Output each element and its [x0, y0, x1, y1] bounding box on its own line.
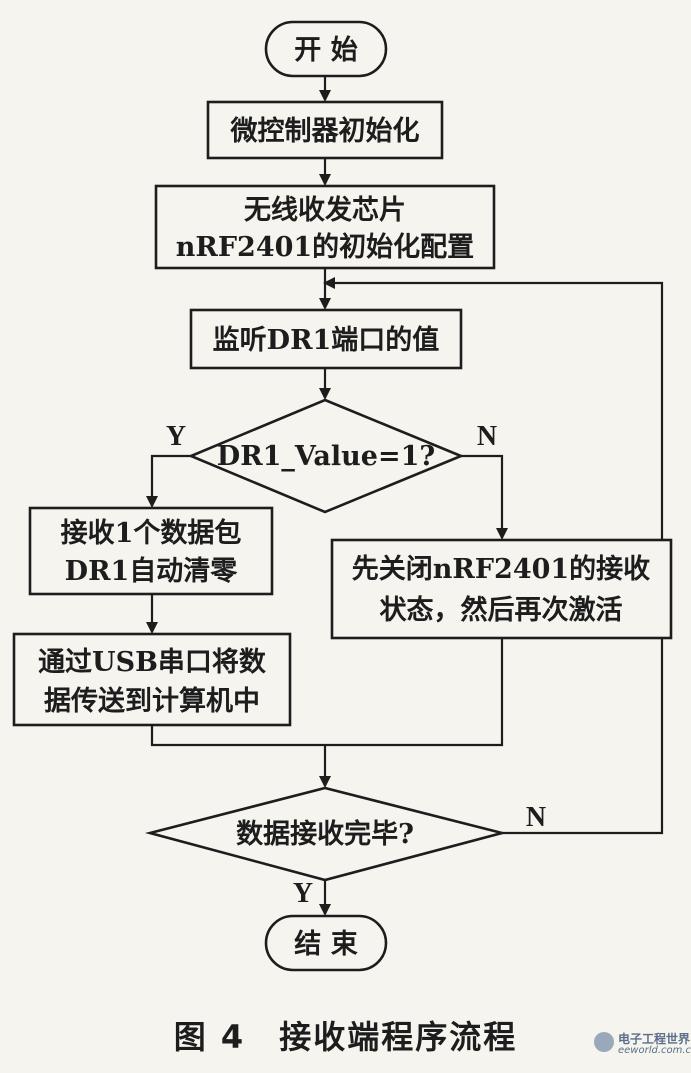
- receive-box: [28, 506, 274, 596]
- init-mcu-box: [206, 100, 444, 160]
- edge-transfer-merge: [150, 725, 325, 747]
- edge-decision-no: [461, 454, 508, 540]
- receive-label-2: DR1自动清零: [65, 555, 239, 587]
- figure-caption: 图 4 接收端程序流程: [173, 1018, 518, 1056]
- flowchart-canvas: 开 始 微控制器初始化 无线收发芯片 nRF2401的初始化配置 监听DR1端口…: [12, 20, 673, 972]
- start-terminator: [264, 20, 388, 78]
- init-rf-label-1: 无线收发芯片: [244, 194, 406, 226]
- edge-decision-yes: [146, 454, 191, 508]
- reset-label-2: 状态，然后再次激活: [380, 594, 623, 626]
- init-rf-label-2: nRF2401的初始化配置: [176, 231, 474, 263]
- reset-box: [330, 538, 673, 640]
- watermark-url: eeworld.com.cn: [618, 1045, 691, 1056]
- label-decision1-no: N: [477, 421, 497, 452]
- decision-complete-label: 数据接收完毕?: [236, 818, 414, 850]
- watermark-title: 电子工程世界: [618, 1032, 691, 1046]
- end-terminator: [264, 914, 388, 972]
- watermark-logo-icon: [594, 1032, 614, 1052]
- decision-complete: [144, 786, 508, 882]
- edge-reset-merge: [325, 638, 504, 747]
- label-decision2-yes: Y: [293, 878, 313, 909]
- monitor-label: 监听DR1端口的值: [213, 324, 440, 356]
- decision-dr1: [187, 398, 465, 514]
- init-rf-box: [154, 184, 496, 270]
- label-decision2-no: N: [526, 802, 546, 833]
- reset-label-1: 先关闭nRF2401的接收: [352, 553, 650, 585]
- monitor-box: [189, 308, 463, 370]
- transfer-box: [12, 632, 292, 727]
- site-watermark: 电子工程世界 eeworld.com.cn: [594, 1030, 691, 1066]
- init-mcu-label: 微控制器初始化: [230, 115, 420, 147]
- start-label: 开 始: [294, 34, 357, 66]
- label-decision1-yes: Y: [166, 421, 186, 452]
- decision-dr1-label: DR1_Value=1?: [217, 441, 435, 472]
- transfer-label-2: 据传送到计算机中: [44, 685, 260, 717]
- receive-label-1: 接收1个数据包: [61, 517, 242, 549]
- transfer-label-1: 通过USB串口将数: [38, 647, 267, 678]
- end-label: 结 束: [294, 929, 357, 960]
